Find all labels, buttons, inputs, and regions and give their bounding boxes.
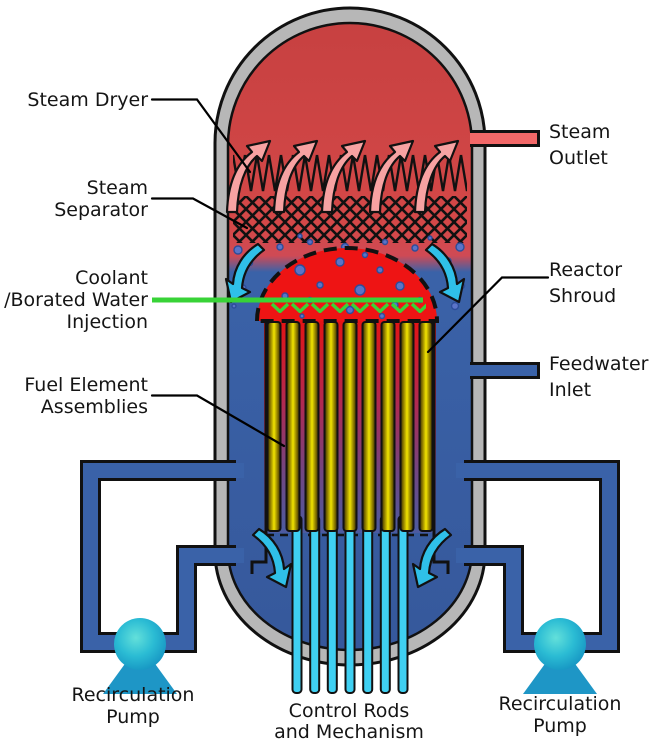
shroud-walls xyxy=(250,322,450,574)
label-fuel-assemblies: Fuel Element Assemblies xyxy=(0,374,148,418)
label-line: Reactor xyxy=(549,259,623,281)
leader-fuel-assemblies xyxy=(150,394,286,448)
label-line: Injection xyxy=(66,311,148,333)
recirculation-pump-right xyxy=(523,618,597,694)
label-line: Shroud xyxy=(549,285,617,307)
pump-base xyxy=(523,661,597,694)
leader-reactor-shroud xyxy=(426,276,550,354)
label-line: Steam Dryer xyxy=(27,89,148,111)
label-line: Recirculation xyxy=(498,693,622,715)
label-line: Pump xyxy=(533,715,587,737)
label-recirculation-pump-left: Recirculation Pump xyxy=(38,684,228,728)
leader-steam-separator xyxy=(150,197,249,230)
label-line: Outlet xyxy=(549,147,608,169)
label-line: Steam xyxy=(549,121,611,143)
label-line: Recirculation xyxy=(71,684,195,706)
label-line: Steam xyxy=(86,177,148,199)
label-reactor-shroud: Reactor Shroud xyxy=(549,257,622,309)
label-line: Coolant xyxy=(75,267,148,289)
label-recirculation-pump-right: Recirculation Pump xyxy=(465,693,652,737)
steam-outlet-pipe xyxy=(470,130,540,147)
label-line: Pump xyxy=(106,706,160,728)
label-steam-dryer: Steam Dryer xyxy=(0,89,148,111)
recirculation-pump-left xyxy=(103,618,177,694)
fuel-rods xyxy=(266,321,434,532)
label-line: and Mechanism xyxy=(274,721,424,743)
label-coolant-injection: Coolant /Borated Water Injection xyxy=(0,267,148,333)
label-control-rods: Control Rods and Mechanism xyxy=(254,701,444,743)
injection-spray xyxy=(270,302,426,313)
pump-ball xyxy=(114,618,166,670)
label-line: Fuel Element xyxy=(24,374,148,396)
label-line: Feedwater xyxy=(549,353,649,375)
label-line: Control Rods xyxy=(288,700,410,722)
label-line: Assemblies xyxy=(40,396,148,418)
leader-lines xyxy=(150,98,550,448)
control-rods xyxy=(291,515,409,694)
steam-separator-mesh xyxy=(233,196,467,243)
feedwater-inlet-pipe xyxy=(470,362,540,379)
pump-ball xyxy=(534,618,586,670)
label-feedwater-inlet: Feedwater Inlet xyxy=(549,351,648,403)
label-steam-separator: Steam Separator xyxy=(0,177,148,221)
pump-base xyxy=(103,661,177,694)
label-line: Inlet xyxy=(549,379,592,401)
label-line: Separator xyxy=(54,199,148,221)
leader-steam-dryer xyxy=(150,98,252,174)
label-steam-outlet: Steam Outlet xyxy=(549,119,610,171)
label-line: /Borated Water xyxy=(4,289,148,311)
